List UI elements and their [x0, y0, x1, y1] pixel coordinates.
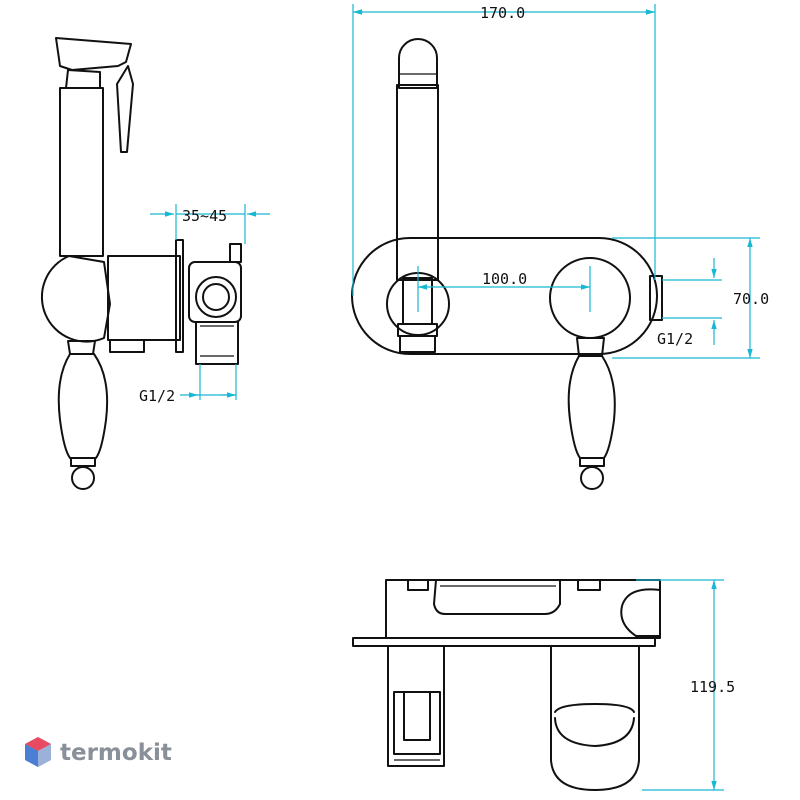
hose-sleeve: [59, 87, 104, 257]
wall-flange: [175, 239, 184, 353]
dimension-label-170: 170.0: [480, 4, 525, 22]
watermark: termokit: [25, 737, 172, 767]
dimension-length: 119.5: [636, 579, 735, 791]
dimension-depth: 35~45: [150, 204, 270, 244]
termokit-logo-icon: [25, 737, 51, 767]
valve-neck: [107, 255, 181, 341]
dimension-label-35-45: 35~45: [182, 207, 227, 225]
dimension-thread-front: G1/2: [657, 258, 722, 348]
dimension-center-distance: 100.0: [417, 266, 591, 312]
valve-body: [40, 255, 111, 343]
dimension-width: 170.0: [352, 4, 656, 296]
front-view: 170.0 100.0 70.0 G1/2: [351, 4, 769, 490]
dimension-label-100: 100.0: [482, 270, 527, 288]
cover-plate-edge: [352, 637, 656, 647]
dimension-height: 70.0: [612, 237, 769, 359]
cover-plate: [351, 237, 658, 355]
lever-handle: [57, 340, 109, 490]
shower-head: [55, 37, 134, 153]
outlet-connector: [188, 243, 242, 365]
dimension-label-g12-front: G1/2: [657, 330, 693, 348]
dimension-label-70: 70.0: [733, 290, 769, 308]
top-view: 119.5: [352, 579, 735, 791]
dimension-label-119-5: 119.5: [690, 678, 735, 696]
dimension-label-g12-side: G1/2: [139, 387, 175, 405]
watermark-brand: termokit: [60, 740, 172, 766]
hose-column: [396, 84, 439, 281]
dimension-thread-side: G1/2: [139, 364, 237, 405]
front-lever-handle: [567, 337, 616, 490]
side-view: 35~45 G1/2: [40, 37, 270, 490]
